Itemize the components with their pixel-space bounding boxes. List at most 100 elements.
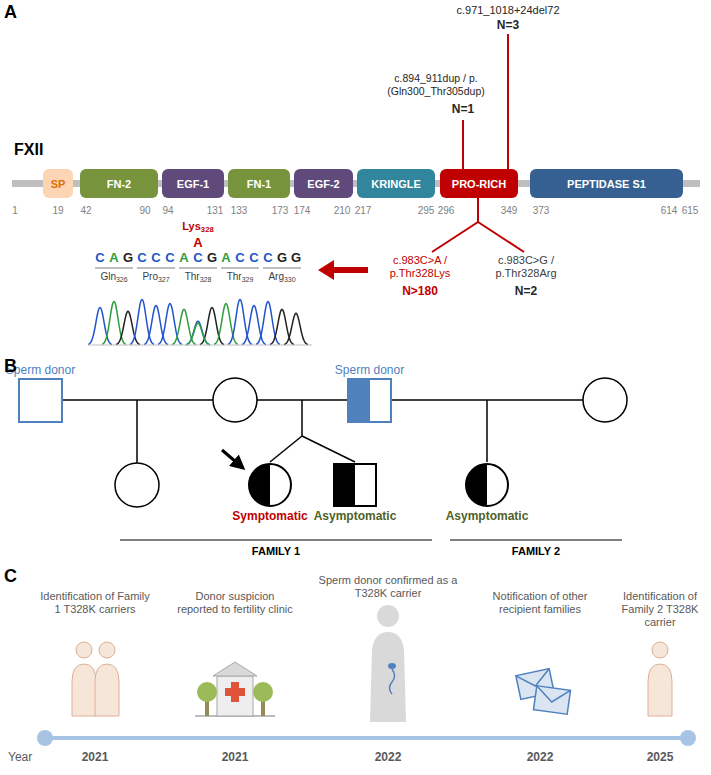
chromatogram-peak (270, 309, 294, 344)
residue-number: 615 (676, 205, 704, 217)
codon-bracket-part (179, 268, 217, 269)
codon-bracket-part (95, 268, 133, 269)
clinic-icon-part (197, 682, 217, 702)
envelope-icon-part (533, 686, 570, 714)
domain-name: EGF-2 (307, 178, 339, 190)
pointer-arrow (318, 260, 368, 280)
person-icon (72, 642, 119, 716)
pedigree-line-part (301, 400, 303, 436)
envelope-icon-part (535, 686, 571, 705)
domain-name: SP (51, 178, 66, 190)
year-label: 2021 (73, 750, 117, 764)
envelope-icon (516, 669, 571, 715)
family-bracket-part (450, 540, 622, 541)
person-icon-part (76, 642, 92, 658)
donor-icon-part (370, 632, 406, 722)
codon-bracket-part (263, 268, 301, 269)
domain-name: EGF-1 (177, 178, 209, 190)
pedigree-male: Asymptomatic (333, 463, 377, 507)
panel-letter: C (4, 566, 24, 588)
proband-arrow-part (222, 450, 243, 468)
sequence-base: C (163, 250, 177, 266)
donor-icon (370, 605, 406, 722)
clinic-icon (195, 662, 275, 716)
family-label: FAMILY 2 (491, 545, 581, 558)
variant-count: N=3 (488, 18, 528, 32)
residue-number: 1 (1, 205, 29, 217)
event-text: Sperm donor confirmed as a T328K carrier (313, 574, 463, 600)
variant-name: c.894_911dup / p.(Gln300_Thr305dup) (373, 72, 499, 97)
domain-name: PRO-RICH (452, 178, 506, 190)
timeline-axis-part (680, 730, 696, 746)
donor-icon-part (388, 663, 396, 669)
year-label: 2021 (213, 750, 257, 764)
clinic-icon-part (213, 662, 257, 676)
year-label: 2022 (366, 750, 410, 764)
pedigree-female-part (583, 378, 627, 422)
event-text: Notification of other recipient families (485, 590, 595, 616)
domain-box: FN-1 (228, 169, 290, 198)
pedigree-line-part (63, 399, 213, 401)
residue-number: 217 (349, 205, 377, 217)
variant-name: c.971_1018+24del72 (438, 4, 578, 17)
family-bracket (120, 540, 622, 541)
residue-number: 173 (266, 205, 294, 217)
pedigree-male: Sperm donor (347, 378, 392, 423)
variant-leader-line (432, 34, 524, 252)
chromatogram-peak (158, 303, 182, 344)
domain-box: PEPTIDASE S1 (530, 169, 683, 198)
pointer-arrow-part (332, 267, 368, 273)
person-icon-part (95, 664, 119, 716)
codon-name: Arg330 (261, 271, 303, 283)
clinic-icon-part (253, 682, 273, 702)
pedigree-line-part (302, 436, 355, 462)
sequence-base: C (135, 250, 149, 266)
pedigree-line-part (486, 400, 488, 462)
sequence-base: C (191, 250, 205, 266)
sequence-base: C (261, 250, 275, 266)
variant-leader-line-part (432, 198, 524, 252)
person-icon (648, 642, 672, 716)
codon-bracket-part (221, 268, 259, 269)
axis-title: Year (8, 750, 48, 764)
sequence-base: G (121, 250, 135, 266)
pedigree-label: Asymptomatic (314, 509, 397, 523)
person-icon-part (652, 642, 668, 658)
sequence-base: G (275, 250, 289, 266)
person-icon-part (648, 664, 672, 716)
domain-box: EGF-1 (162, 169, 224, 198)
timeline-axis-part (45, 736, 688, 740)
donor-icon-part (377, 605, 399, 627)
pedigree-female: Asymptomatic (465, 463, 509, 507)
pedigree-line (63, 400, 583, 463)
sequence-base: A (219, 250, 233, 266)
timeline-axis-part (37, 730, 53, 746)
envelope-icon-part (533, 686, 570, 714)
domain-name: FN-2 (107, 178, 131, 190)
domain-box: KRINGLE (357, 169, 435, 198)
residue-number: 349 (495, 205, 523, 217)
sequence-base: A (191, 235, 205, 251)
event-text: Identification of Family 2 T328K carrier (610, 590, 710, 630)
donor-icon-part (390, 669, 395, 694)
pedigree-label: Sperm donor (335, 363, 404, 377)
domain-name: FN-1 (247, 178, 271, 190)
domain-box: SP (43, 169, 73, 198)
chromatogram-peak (172, 309, 196, 344)
variant-count: N=2 (506, 284, 546, 298)
variant-count: N=1 (443, 102, 483, 116)
variant-name: c.983C>G / p.Thr328Arg (478, 254, 574, 280)
residue-number: 210 (328, 205, 356, 217)
pedigree-line-part (136, 400, 138, 463)
sequence-base: C (149, 250, 163, 266)
panel-letter: A (4, 2, 24, 24)
codon-name: Thr328 (177, 271, 219, 283)
pedigree-label: Asymptomatic (446, 509, 529, 523)
chromatogram-trace (88, 299, 312, 345)
chromatogram-peak (186, 323, 210, 345)
chromatogram-baseline (88, 345, 312, 346)
pedigree-male: Sperm donor (18, 378, 63, 423)
residue-number: 373 (527, 205, 555, 217)
panel-letter: B (4, 356, 24, 378)
